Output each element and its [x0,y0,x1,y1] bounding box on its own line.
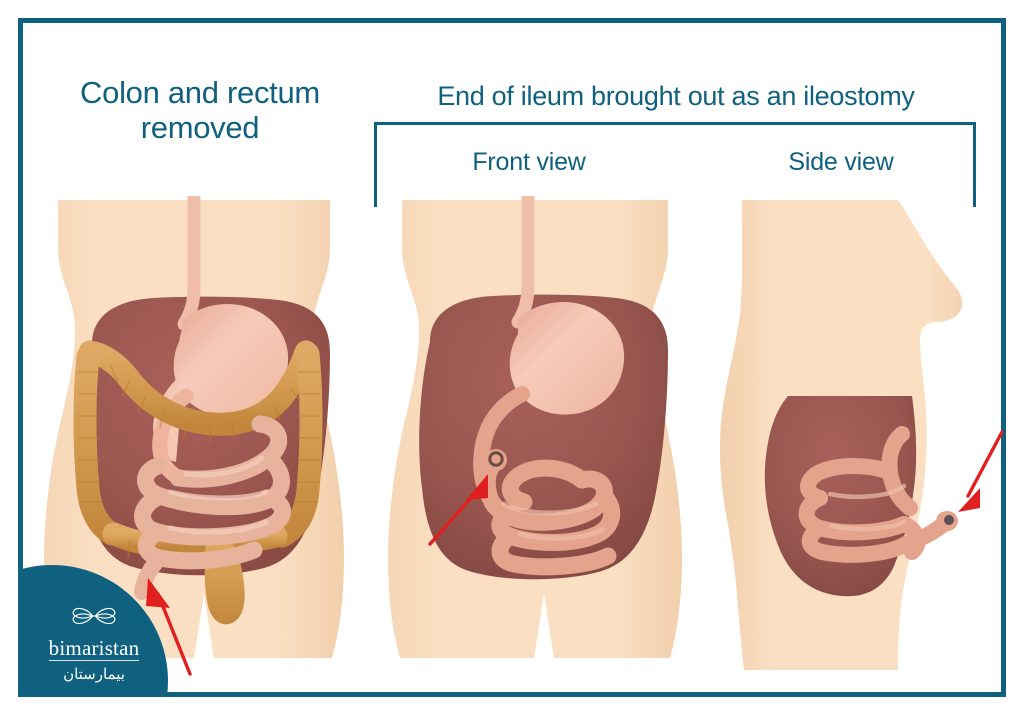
panel-ileostomy-front-view [372,196,704,676]
right-panel-title: End of ileum brought out as an ileostomy [437,81,915,111]
red-arrow-annotation [428,474,488,546]
subtitle-front-view: Front view [472,148,586,176]
panel-ileostomy-side-view [706,196,1006,676]
stomach [509,301,625,415]
left-panel-title: Colon and rectum removed [40,75,360,145]
small-intestine-highlight [501,501,605,541]
small-intestine-highlight [167,455,269,535]
panel-colon-rectum-removed [18,196,370,676]
arrow-head [958,488,980,512]
colon-descending [270,342,323,548]
small-intestine [134,415,291,570]
subtitle-side-view: Side view [788,148,894,176]
left-title-line-1: Colon and rectum [80,75,320,110]
small-intestine [483,459,621,576]
colon-sigmoid [102,522,288,558]
red-arrow-annotation [958,430,1004,512]
colon-ascending [73,344,124,546]
colon [73,340,323,558]
left-title-line-2: removed [140,109,260,145]
stoma [936,511,958,531]
stomach-body [173,303,289,417]
colon-transverse [78,340,318,436]
small-intestine-highlight [827,483,907,532]
stoma [485,449,507,471]
arrow-shaft [966,430,1004,498]
arrow-head [466,474,488,500]
